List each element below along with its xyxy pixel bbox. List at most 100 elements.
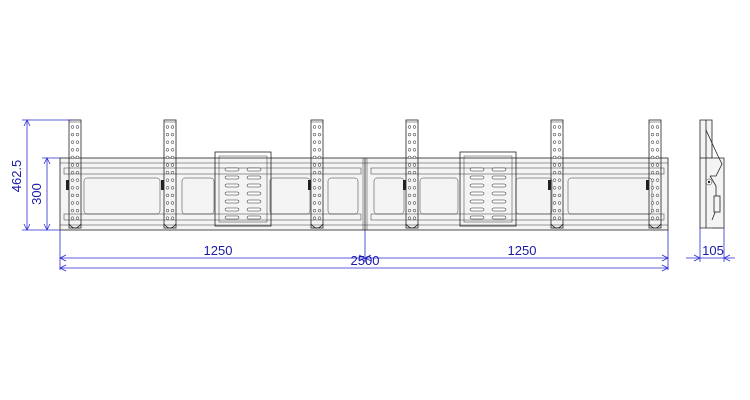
- plate-slot: [491, 175, 507, 180]
- plate-slot: [224, 191, 240, 196]
- arm-hole: [70, 148, 75, 152]
- arm-hole: [557, 208, 562, 213]
- arm-hole: [557, 125, 562, 129]
- arm-hole: [552, 155, 557, 160]
- side-view: [699, 119, 725, 229]
- arm-hole: [650, 148, 655, 152]
- arm-hole: [552, 170, 557, 175]
- arm-hole: [317, 163, 322, 167]
- arm-hole: [70, 140, 75, 144]
- arm-hole: [312, 178, 317, 182]
- bracket-arm: [646, 119, 662, 229]
- arm-hole: [317, 193, 322, 198]
- arm-hole: [165, 155, 170, 160]
- arm-hole: [70, 201, 75, 205]
- arm-hole: [70, 178, 75, 182]
- arm-hole: [557, 170, 562, 175]
- arm-hole: [312, 193, 317, 198]
- plate-slot: [491, 207, 507, 212]
- arm-hole: [557, 132, 562, 137]
- dim-panel-height: 300: [29, 183, 44, 205]
- plate-slot: [224, 183, 240, 188]
- arm-hole: [165, 208, 170, 213]
- arm-hole: [407, 148, 412, 152]
- arm-hole: [312, 132, 317, 137]
- plate-slot: [491, 215, 507, 220]
- arm-hole: [407, 132, 412, 137]
- arm-hole: [70, 216, 75, 220]
- arm-hole: [407, 155, 412, 160]
- arm-hole: [75, 201, 80, 205]
- arm-hole: [557, 148, 562, 152]
- arm-hole: [317, 186, 322, 190]
- arm-hole: [650, 155, 655, 160]
- arm-hole: [75, 148, 80, 152]
- arm-hole: [165, 216, 170, 220]
- arm-hole: [317, 140, 322, 144]
- arm-hole: [70, 193, 75, 198]
- bracket-arm: [308, 119, 324, 229]
- arm-hole: [312, 170, 317, 175]
- arm-hole: [165, 186, 170, 190]
- arm-hole: [312, 216, 317, 220]
- arm-hole: [75, 155, 80, 160]
- arm-hole: [650, 125, 655, 129]
- arm-hole: [552, 132, 557, 137]
- arm-hole: [407, 140, 412, 144]
- arm-hole: [557, 163, 562, 167]
- arm-hole: [70, 170, 75, 175]
- arm-hole: [312, 208, 317, 213]
- plate-slot: [246, 207, 262, 212]
- arm-hole: [655, 208, 660, 213]
- plate-slot: [224, 215, 240, 220]
- plate-slot: [246, 191, 262, 196]
- arm-hole: [75, 125, 80, 129]
- arm-hole: [557, 178, 562, 182]
- arm-hole: [650, 193, 655, 198]
- plate-slot: [246, 167, 262, 172]
- arm-hole: [412, 216, 417, 220]
- dim-total-height: 462.5: [9, 160, 24, 193]
- clamp-detail: [66, 180, 69, 190]
- arm-hole: [557, 193, 562, 198]
- arm-hole: [655, 125, 660, 129]
- arm-hole: [407, 186, 412, 190]
- arm-hole: [407, 125, 412, 129]
- arm-hole: [165, 125, 170, 129]
- arm-hole: [655, 155, 660, 160]
- arm-hole: [170, 132, 175, 137]
- arm-hole: [655, 140, 660, 144]
- arm-hole: [75, 163, 80, 167]
- arm-hole: [412, 186, 417, 190]
- arm-hole: [412, 178, 417, 182]
- arm-hole: [317, 208, 322, 213]
- arm-hole: [170, 125, 175, 129]
- arm-hole: [165, 163, 170, 167]
- arm-hole: [552, 140, 557, 144]
- arm-hole: [412, 163, 417, 167]
- arm-hole: [317, 216, 322, 220]
- arm-hole: [312, 125, 317, 129]
- clamp-detail: [548, 180, 551, 190]
- arm-hole: [170, 178, 175, 182]
- clamp-detail: [161, 180, 164, 190]
- arm-hole: [75, 193, 80, 198]
- arm-hole: [552, 125, 557, 129]
- arm-hole: [650, 178, 655, 182]
- frame-opening: [269, 177, 311, 215]
- plate-slot: [469, 215, 485, 220]
- arm-hole: [70, 208, 75, 213]
- arm-hole: [312, 201, 317, 205]
- arm-hole: [165, 170, 170, 175]
- arm-hole: [75, 140, 80, 144]
- arm-hole: [407, 163, 412, 167]
- arm-hole: [407, 170, 412, 175]
- main-frame: [59, 157, 669, 231]
- arm-hole: [165, 140, 170, 144]
- mounting-plate: [214, 151, 272, 227]
- frame-opening: [327, 177, 359, 215]
- arm-hole: [557, 140, 562, 144]
- arm-hole: [165, 178, 170, 182]
- frame-opening: [181, 177, 215, 215]
